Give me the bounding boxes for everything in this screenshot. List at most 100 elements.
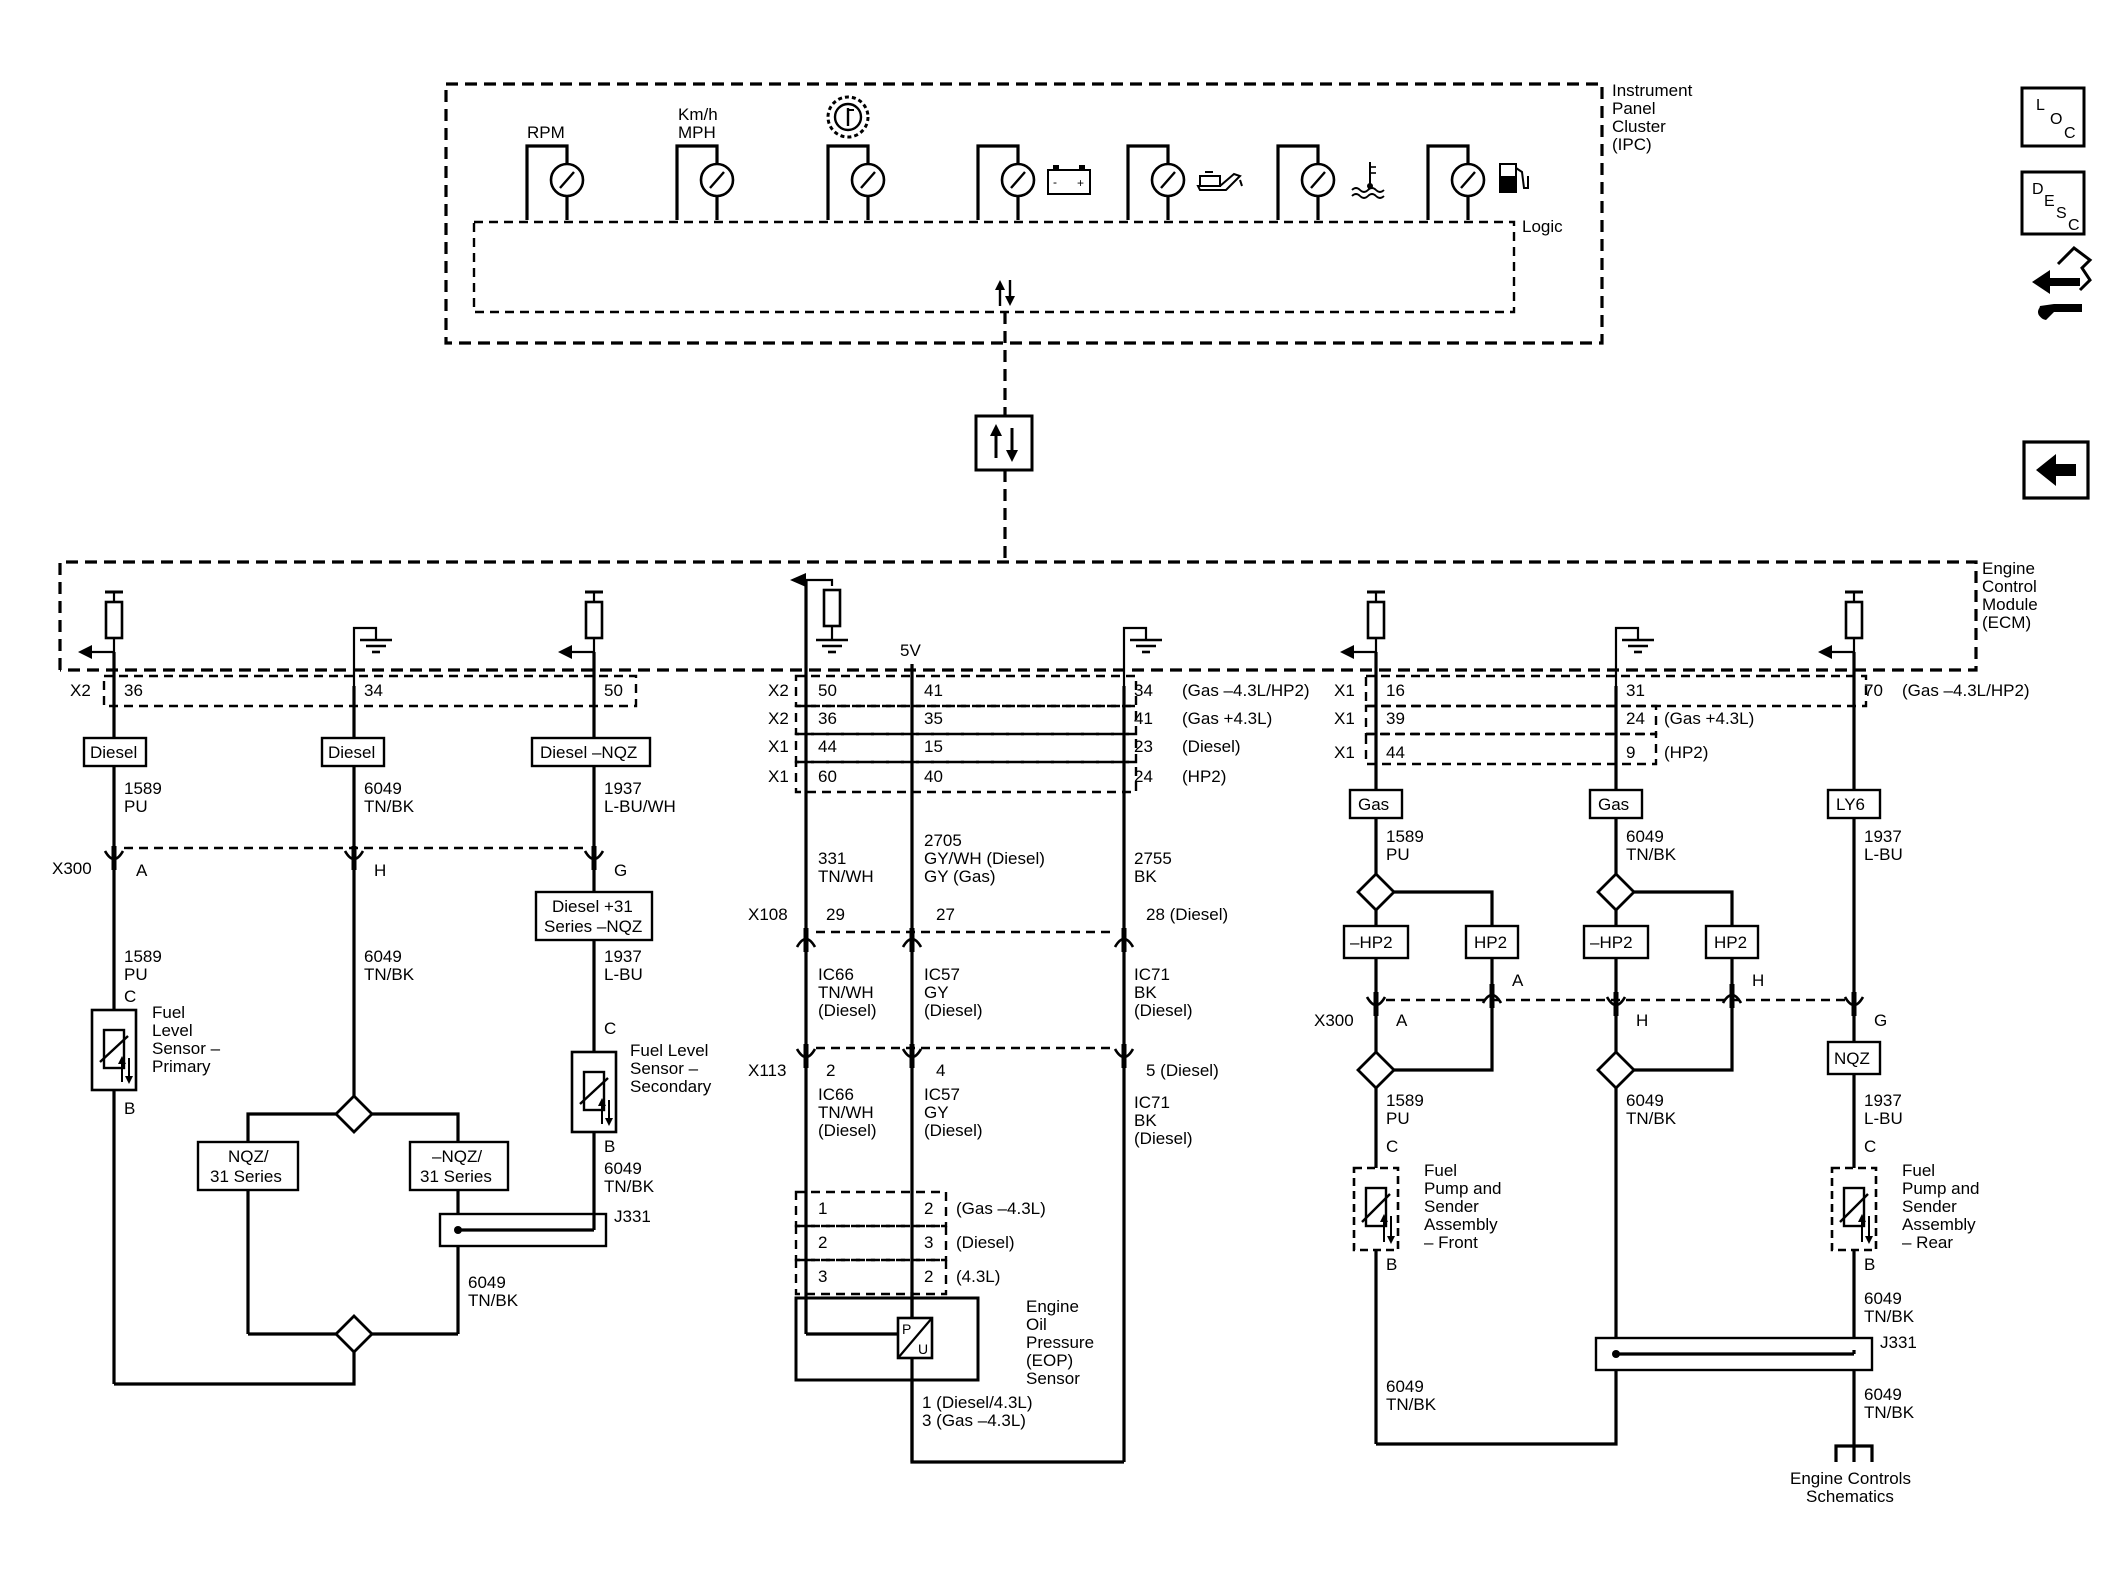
- serial-data-arrows: [995, 280, 1015, 306]
- right-row-2-pin1: 44: [1386, 743, 1405, 762]
- fuel-level-gauge: [1426, 144, 1529, 220]
- right-wire4-color: PU: [1386, 1109, 1410, 1128]
- mid-wire3-1: 2755: [1134, 849, 1172, 868]
- pump-front-1: Fuel: [1424, 1161, 1457, 1180]
- pump-rear-5: – Rear: [1902, 1233, 1953, 1252]
- desc-d: D: [2032, 181, 2044, 198]
- voltmeter-gauge: - +: [976, 144, 1091, 220]
- svg-text:+: +: [1077, 176, 1084, 190]
- left-x300: X300: [52, 859, 92, 878]
- transmission-gauge: [826, 95, 886, 220]
- mid-row-2-pin3: 23: [1134, 737, 1153, 756]
- ecm-module: Engine Control Module (ECM): [58, 559, 2038, 672]
- mid-wire2-3: GY (Gas): [924, 867, 995, 886]
- left-pin-b2: B: [604, 1137, 615, 1156]
- left-pin-36: 36: [124, 681, 143, 700]
- eop-label-2: Oil: [1026, 1315, 1047, 1334]
- mid-wire1-1: 331: [818, 849, 846, 868]
- x113-pin2: 4: [936, 1061, 945, 1080]
- right-wire9-num: 6049: [1864, 1385, 1902, 1404]
- desc-s: S: [2056, 205, 2067, 222]
- location-button[interactable]: L O C: [2020, 86, 2086, 148]
- sensor-primary-2: Level: [152, 1021, 193, 1040]
- mid-row-3-pin3: 24: [1134, 767, 1153, 786]
- right-wire7-num: 6049: [1386, 1377, 1424, 1396]
- mid-row-0-pin1: 50: [818, 681, 837, 700]
- right-wire7-color: TN/BK: [1386, 1395, 1437, 1414]
- left-pin-34: 34: [364, 681, 383, 700]
- right-opt-ly6: LY6: [1836, 795, 1865, 814]
- ic6-1: IC71: [1134, 1093, 1170, 1112]
- right-opt-nhp2-a: –HP2: [1350, 933, 1393, 952]
- left-opt-nqz31-2: 31 Series: [210, 1167, 282, 1186]
- right-row-0-pin2: 31: [1626, 681, 1645, 700]
- right-wire1-color: PU: [1386, 845, 1410, 864]
- eop-label-3: Pressure: [1026, 1333, 1094, 1352]
- left-wire4-color: PU: [124, 965, 148, 984]
- desc-c: C: [2068, 217, 2080, 234]
- right-row-2-pin2: 9: [1626, 743, 1635, 762]
- eop-row-2-b: 2: [924, 1267, 933, 1286]
- back-arrow-icon: [2036, 454, 2076, 486]
- mid-row-3-conn: X1: [768, 767, 789, 786]
- mid-row-1-pin2: 35: [924, 709, 943, 728]
- back-button[interactable]: [2022, 440, 2090, 500]
- left-wire8-num: 6049: [468, 1273, 506, 1292]
- pump-front-3: Sender: [1424, 1197, 1479, 1216]
- pump-front-5: – Front: [1424, 1233, 1478, 1252]
- right-row-0-conn: X1: [1334, 681, 1355, 700]
- x108-label: X108: [748, 905, 788, 924]
- ic5-2: GY: [924, 1103, 949, 1122]
- ic2-1: IC57: [924, 965, 960, 984]
- sensor-secondary-2: Sensor –: [630, 1059, 699, 1078]
- right-x300: X300: [1314, 1011, 1354, 1030]
- ic6-3: (Diesel): [1134, 1129, 1193, 1148]
- ecm-label-3: Module: [1982, 595, 2038, 614]
- x113-pin1: 2: [826, 1061, 835, 1080]
- ic4-3: (Diesel): [818, 1121, 877, 1140]
- right-pin-c1: C: [1386, 1137, 1398, 1156]
- left-pin-c2: C: [604, 1019, 616, 1038]
- left-wire3-num: 1937: [604, 779, 642, 798]
- pump-rear-1: Fuel: [1902, 1161, 1935, 1180]
- right-pin-b1: B: [1386, 1255, 1397, 1274]
- left-wire1-num: 1589: [124, 779, 162, 798]
- ic6-2: BK: [1134, 1111, 1157, 1130]
- right-wire8-color: TN/BK: [1864, 1307, 1915, 1326]
- right-wire2-num: 6049: [1626, 827, 1664, 846]
- left-opt-notnqz31-1: –NQZ/: [432, 1147, 482, 1166]
- transmission-icon: [826, 95, 870, 139]
- left-j331: J331: [614, 1207, 651, 1226]
- right-row-2-note: (HP2): [1664, 743, 1708, 762]
- rpm-label: RPM: [527, 123, 565, 142]
- eop-u: U: [918, 1341, 928, 1357]
- x108-pin1: 29: [826, 905, 845, 924]
- left-wire1-color: PU: [124, 797, 148, 816]
- mid-row-1-conn: X2: [768, 709, 789, 728]
- left-pin-a: A: [136, 861, 148, 880]
- ipc-label-1: Instrument: [1612, 81, 1693, 100]
- x108-pin2: 27: [936, 905, 955, 924]
- sensor-primary-4: Primary: [152, 1057, 211, 1076]
- left-wire2-num: 6049: [364, 779, 402, 798]
- loc-c: C: [2064, 125, 2076, 142]
- right-wire3-num: 1937: [1864, 827, 1902, 846]
- mid-wire2-2: GY/WH (Diesel): [924, 849, 1045, 868]
- ic5-3: (Diesel): [924, 1121, 983, 1140]
- eop-row-0-a: 1: [818, 1199, 827, 1218]
- description-button[interactable]: D E S C: [2020, 170, 2086, 236]
- right-row-0-pin3: 70: [1864, 681, 1883, 700]
- right-pin-h: H: [1636, 1011, 1648, 1030]
- right-j331: J331: [1880, 1333, 1917, 1352]
- eop-label-1: Engine: [1026, 1297, 1079, 1316]
- ipc-module: Instrument Panel Cluster (IPC) Logic RPM…: [444, 81, 1693, 345]
- eop-row-1-note: (Diesel): [956, 1233, 1015, 1252]
- right-row-0-note: (Gas –4.3L/HP2): [1902, 681, 2030, 700]
- pump-rear-3: Sender: [1902, 1197, 1957, 1216]
- repair-info-icon[interactable]: [2032, 246, 2093, 320]
- eop-row-0-b: 2: [924, 1199, 933, 1218]
- ipc-logic-label: Logic: [1522, 217, 1563, 236]
- eop-row-0-note: (Gas –4.3L): [956, 1199, 1046, 1218]
- five-volt-label: 5V: [900, 641, 921, 660]
